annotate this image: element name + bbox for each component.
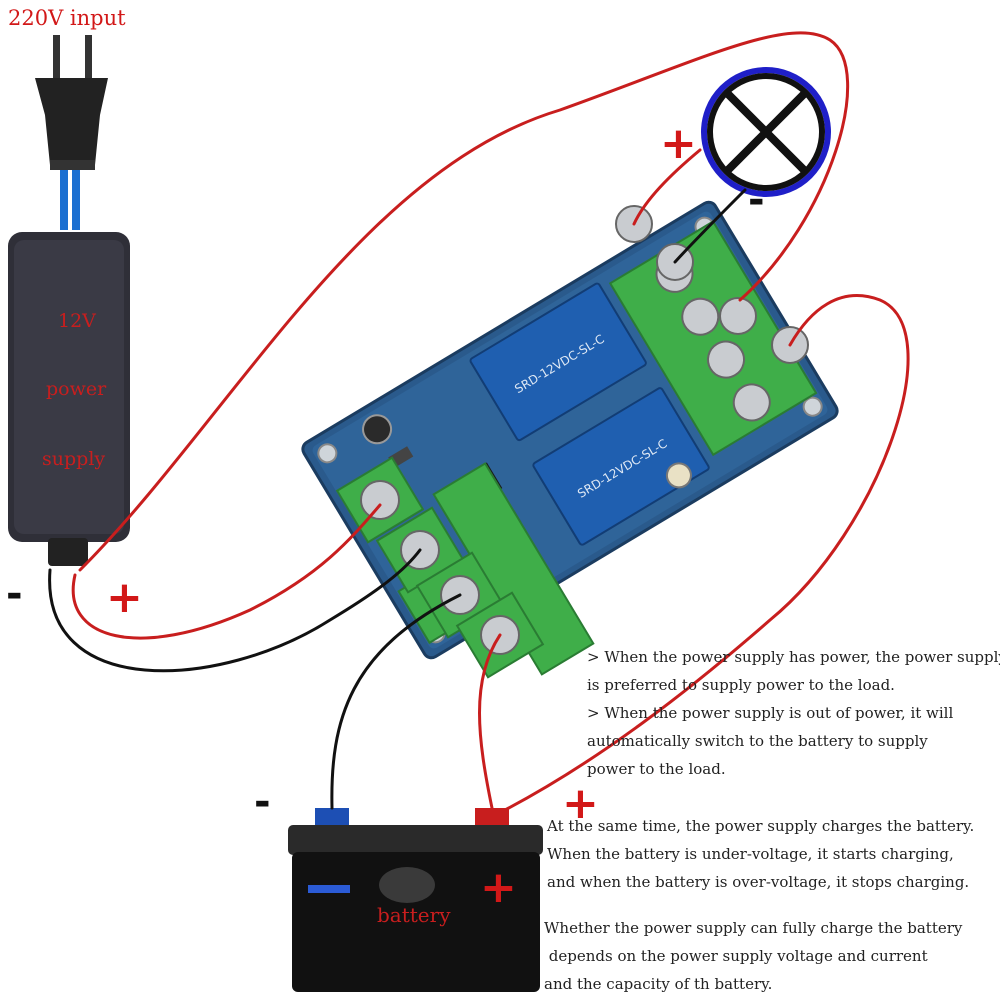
note-block-2: At the same time, the power supply charg… — [547, 812, 974, 896]
note-line: Whether the power supply can fully charg… — [544, 919, 963, 937]
battery-label: battery — [377, 903, 451, 927]
power-plug-icon — [35, 35, 108, 230]
input-terminal-screws — [335, 456, 545, 679]
note-line: and the capacity of th battery. — [544, 975, 773, 993]
psu-label-power: power — [46, 378, 107, 400]
psu-label-supply: supply — [42, 448, 106, 470]
note-block-3: Whether the power supply can fully charg… — [544, 914, 962, 998]
note-line: and when the battery is over-voltage, it… — [547, 873, 970, 891]
note-line: > When the power supply is out of power,… — [587, 704, 954, 722]
note-line: > When the power supply has power, the p… — [587, 648, 1000, 666]
power-supply-box — [8, 232, 130, 566]
lamp-plus-sign: + — [660, 118, 697, 169]
note-line: At the same time, the power supply charg… — [547, 817, 975, 835]
relay-2: SRD-12VDC-SL-C — [532, 387, 710, 546]
input-label: 220V input — [8, 6, 126, 30]
psu-plus-sign: + — [106, 572, 143, 623]
note-line: depends on the power supply voltage and … — [544, 947, 928, 965]
battery-plus-sign: + — [562, 778, 599, 829]
note-line: is preferred to supply power to the load… — [587, 676, 895, 694]
battery-icon — [288, 808, 543, 992]
relay-1: SRD-12VDC-SL-C — [469, 282, 647, 442]
lamp-minus-sign: - — [748, 177, 765, 223]
battery-minus-sign: - — [254, 779, 271, 825]
wires — [48, 31, 910, 812]
battery-body-plus-sign: + — [480, 862, 517, 913]
note-line: automatically switch to the battery to s… — [587, 732, 928, 750]
note-line: When the battery is under-voltage, it st… — [547, 845, 954, 863]
lamp-icon — [701, 67, 831, 197]
note-block-1: > When the power supply has power, the p… — [587, 643, 1000, 783]
psu-minus-sign: - — [6, 571, 23, 617]
note-line: power to the load. — [587, 760, 726, 778]
psu-label-voltage: 12V — [58, 310, 96, 332]
